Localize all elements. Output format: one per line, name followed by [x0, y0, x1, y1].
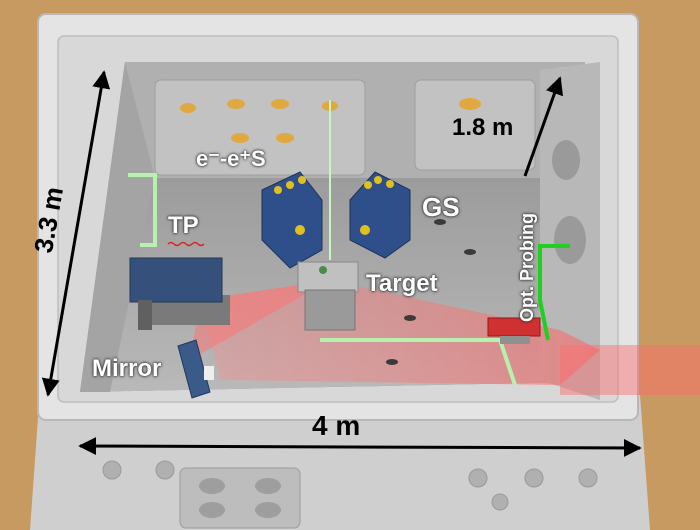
dimension-arrows: [41, 70, 642, 457]
front-flange: [179, 467, 301, 529]
gamma-spectrometer: [349, 171, 411, 259]
laser-exit-beam: [560, 345, 700, 395]
probing-optics: [487, 317, 541, 344]
dimension-height: 1.8 m: [452, 114, 514, 141]
target-assembly: [297, 261, 359, 331]
label-mirror: Mirror: [92, 355, 162, 382]
thomson-parabola: [129, 257, 230, 330]
right-wall-ports: [552, 140, 586, 264]
width-arrow: [78, 437, 642, 457]
back-panel-right: [414, 79, 536, 171]
pair-spectrometer: [261, 171, 323, 269]
label-thomson-parabola: TP: [168, 212, 199, 239]
label-gamma-spectrometer: GS: [422, 192, 460, 222]
front-wall-ports: [102, 460, 598, 511]
depth-arrow: [41, 70, 111, 397]
tp-underline: [167, 241, 205, 247]
back-wall-ports: [180, 98, 481, 143]
dimension-width: 4 m: [312, 410, 361, 441]
opt-probing-beam: [538, 244, 570, 341]
floor-holes: [386, 219, 476, 365]
label-target: Target: [366, 270, 438, 297]
laser-beam: [200, 280, 600, 385]
label-pair-spectrometer: e⁻-e⁺S: [196, 146, 266, 171]
front-flange-ports: [199, 478, 281, 518]
back-panel-left: [154, 79, 366, 176]
height-arrow: [523, 76, 564, 177]
mirror: [177, 339, 214, 399]
label-opt-probing-text: Opt. Probing: [517, 213, 537, 322]
